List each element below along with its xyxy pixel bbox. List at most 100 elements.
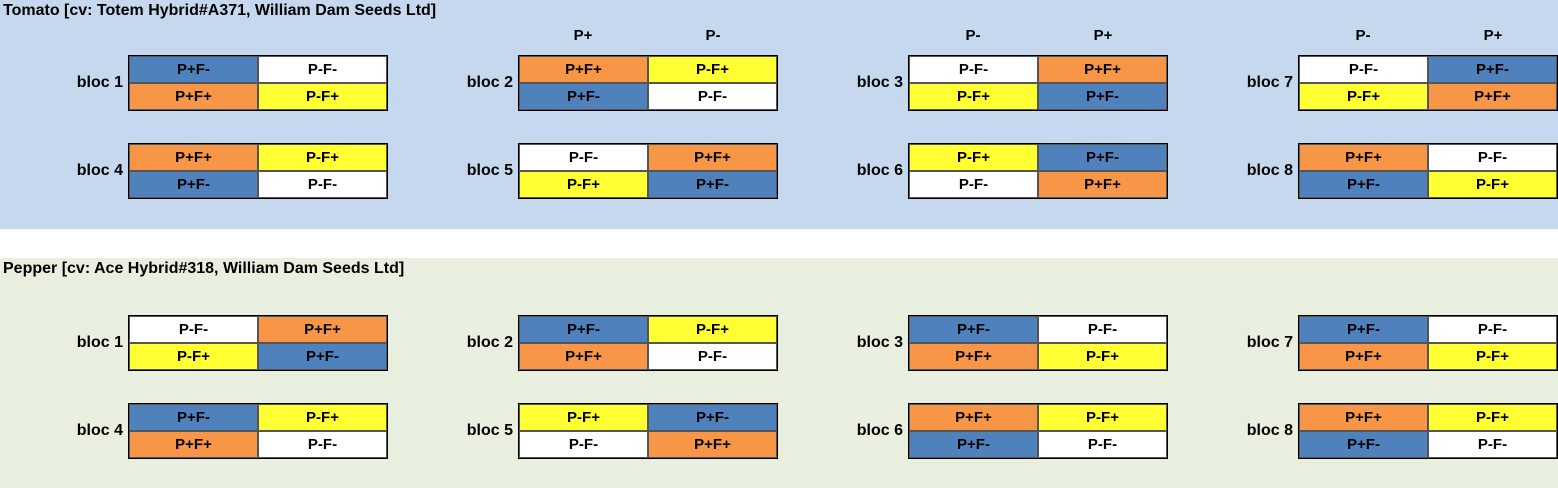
treatment-cell: P+F+ [1299,404,1428,431]
treatment-cell: P+F+ [909,343,1038,370]
treatment-cell: P+F+ [129,144,258,171]
bloc-label: bloc 4 [76,422,123,439]
panel-title: Pepper [cv: Ace Hybrid#318, William Dam … [3,260,405,277]
bloc-label: bloc 1 [76,334,123,351]
treatment-cell: P+F- [1428,56,1557,83]
column-header: P- [965,27,981,44]
treatment-cell: P+F+ [129,431,258,458]
bloc-label: bloc 5 [466,422,513,439]
treatment-cell: P+F+ [129,83,258,110]
treatment-cell: P+F+ [258,316,387,343]
treatment-cell: P-F+ [648,316,777,343]
treatment-cell: P-F+ [1038,404,1167,431]
treatment-cell: P-F+ [1428,343,1557,370]
treatment-cell: P+F+ [909,404,1038,431]
treatment-cell: P-F+ [1038,343,1167,370]
treatment-cell: P-F+ [1428,171,1557,198]
bloc-grid: P+F+P-F+P+F-P-F- [908,403,1168,459]
bloc-label: bloc 7 [1246,334,1293,351]
bloc-grid: P-F-P+F-P-F+P+F+ [1298,55,1558,111]
treatment-cell: P+F+ [519,56,648,83]
bloc-grid: P+F-P-F+P+F+P-F- [128,403,388,459]
treatment-cell: P+F+ [648,431,777,458]
treatment-cell: P-F- [1299,56,1428,83]
treatment-cell: P-F- [258,431,387,458]
bloc-label: bloc 1 [76,74,123,91]
treatment-cell: P-F- [1428,144,1557,171]
bloc-grid: P-F-P+F+P-F+P+F- [518,143,778,199]
treatment-cell: P-F+ [1299,83,1428,110]
treatment-cell: P-F- [648,343,777,370]
treatment-cell: P+F- [648,171,777,198]
bloc-grid: P-F+P+F-P-F-P+F+ [908,143,1168,199]
treatment-cell: P-F+ [909,83,1038,110]
bloc-label: bloc 2 [466,74,513,91]
treatment-cell: P-F- [1038,431,1167,458]
treatment-cell: P+F- [519,83,648,110]
treatment-cell: P-F+ [519,171,648,198]
treatment-cell: P-F- [1428,431,1557,458]
column-header: P+ [1483,27,1503,44]
bloc-grid: P+F-P-F-P+F+P-F+ [1298,315,1558,371]
bloc-grid: P-F-P+F+P-F+P+F- [908,55,1168,111]
treatment-cell: P+F+ [1428,83,1557,110]
column-header: P- [1355,27,1371,44]
treatment-cell: P-F+ [258,404,387,431]
treatment-cell: P-F+ [1428,404,1557,431]
treatment-cell: P-F+ [909,144,1038,171]
treatment-cell: P-F- [258,171,387,198]
treatment-cell: P+F- [1038,83,1167,110]
bloc-grid: P-F+P+F-P-F-P+F+ [518,403,778,459]
treatment-cell: P-F+ [258,144,387,171]
treatment-cell: P+F+ [519,343,648,370]
treatment-cell: P+F- [129,56,258,83]
treatment-cell: P+F- [129,171,258,198]
treatment-cell: P+F+ [1299,144,1428,171]
treatment-cell: P+F- [1038,144,1167,171]
bloc-label: bloc 8 [1246,162,1293,179]
pepper-panel: Pepper [cv: Ace Hybrid#318, William Dam … [0,258,1558,488]
tomato-panel: Tomato [cv: Totem Hybrid#A371, William D… [0,0,1558,229]
panel-title: Tomato [cv: Totem Hybrid#A371, William D… [3,2,437,19]
bloc-label: bloc 4 [76,162,123,179]
treatment-cell: P-F- [519,431,648,458]
bloc-label: bloc 3 [856,334,903,351]
treatment-cell: P+F- [129,404,258,431]
treatment-cell: P+F- [1299,431,1428,458]
treatment-cell: P-F+ [258,83,387,110]
treatment-cell: P+F+ [1038,56,1167,83]
treatment-cell: P-F- [1038,316,1167,343]
bloc-label: bloc 5 [466,162,513,179]
bloc-label: bloc 6 [856,162,903,179]
bloc-label: bloc 3 [856,74,903,91]
treatment-cell: P-F- [909,56,1038,83]
treatment-cell: P-F- [909,171,1038,198]
bloc-grid: P+F+P-F+P+F-P-F- [128,143,388,199]
treatment-cell: P+F- [1299,316,1428,343]
treatment-cell: P+F- [909,316,1038,343]
treatment-cell: P-F- [648,83,777,110]
column-header: P+ [573,27,593,44]
treatment-cell: P+F- [258,343,387,370]
treatment-cell: P-F- [1428,316,1557,343]
bloc-grid: P+F+P-F+P+F-P-F- [518,55,778,111]
treatment-cell: P-F+ [648,56,777,83]
treatment-cell: P+F- [1299,171,1428,198]
treatment-cell: P+F+ [1038,171,1167,198]
treatment-cell: P+F- [648,404,777,431]
treatment-cell: P-F- [129,316,258,343]
treatment-cell: P+F+ [648,144,777,171]
treatment-cell: P+F+ [1299,343,1428,370]
column-header: P- [705,27,721,44]
treatment-cell: P-F- [519,144,648,171]
bloc-grid: P+F-P-F-P+F+P-F+ [128,55,388,111]
treatment-cell: P-F+ [129,343,258,370]
treatment-cell: P+F- [909,431,1038,458]
treatment-cell: P-F+ [519,404,648,431]
bloc-label: bloc 6 [856,422,903,439]
treatment-cell: P+F- [519,316,648,343]
bloc-label: bloc 2 [466,334,513,351]
bloc-grid: P+F-P-F+P+F+P-F- [518,315,778,371]
bloc-grid: P-F-P+F+P-F+P+F- [128,315,388,371]
column-header: P+ [1093,27,1113,44]
